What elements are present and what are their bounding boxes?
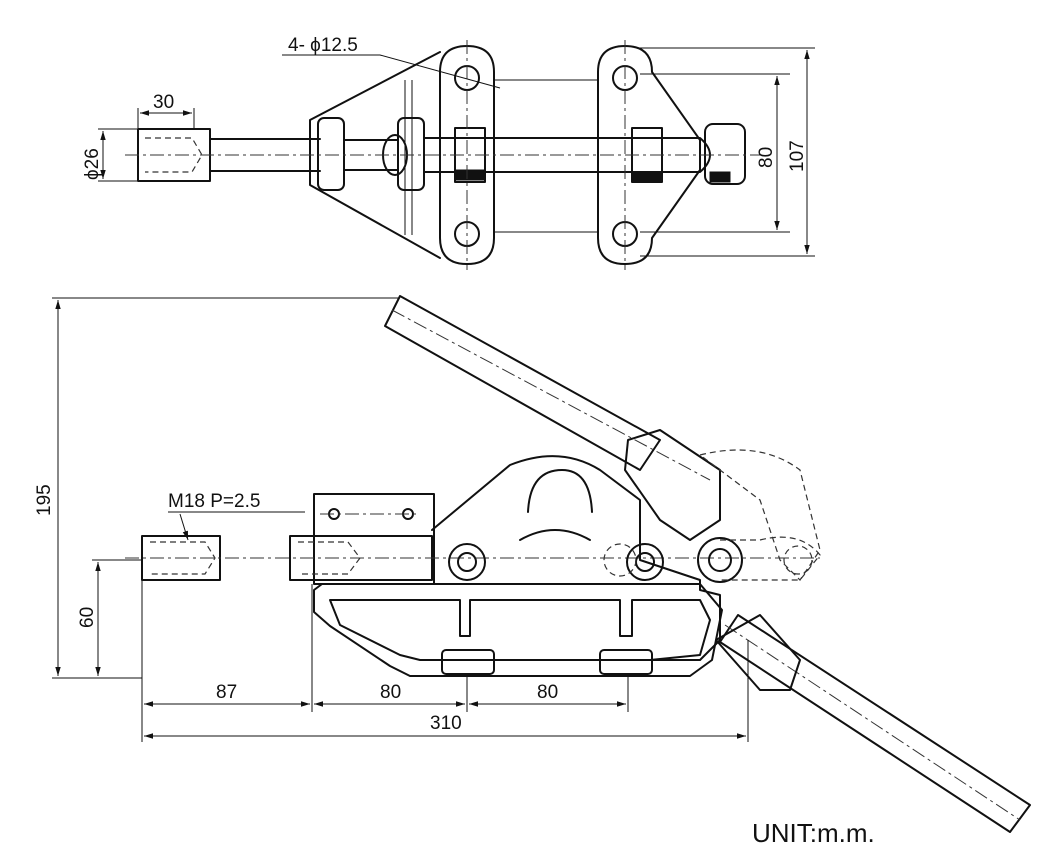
- unit-label: UNIT:m.m.: [752, 818, 875, 848]
- dim-60: 60: [77, 607, 98, 628]
- top-base-plate-left: [309, 51, 441, 259]
- dim-80-vertical: 80: [756, 147, 777, 168]
- side-body-frame: [431, 455, 721, 661]
- dim-310: 310: [430, 713, 462, 734]
- top-link-bar: [423, 137, 711, 173]
- dim-80-a: 80: [380, 682, 401, 703]
- top-plunger-end: [137, 128, 211, 182]
- handle-upper: [384, 295, 661, 471]
- side-bracket: [313, 493, 435, 585]
- top-mount-tab-left: [439, 45, 495, 265]
- dim-195: 195: [34, 484, 55, 516]
- side-view: M18 P=2.5 195 60 87 80 80 310: [34, 295, 1031, 833]
- dim-87: 87: [216, 682, 237, 703]
- handle-lower: [719, 614, 1031, 833]
- dim-phi26: ϕ26: [82, 148, 103, 180]
- top-view: 4- ϕ12.5 30 ϕ26 80 107: [82, 35, 815, 270]
- holes-label: 4- ϕ12.5: [288, 35, 358, 56]
- dim-80-b: 80: [537, 682, 558, 703]
- top-mount-tab-right: [597, 45, 701, 265]
- dim-107: 107: [787, 140, 808, 172]
- dim-30: 30: [153, 92, 174, 113]
- side-base: [313, 583, 723, 677]
- thread-label: M18 P=2.5: [168, 491, 260, 512]
